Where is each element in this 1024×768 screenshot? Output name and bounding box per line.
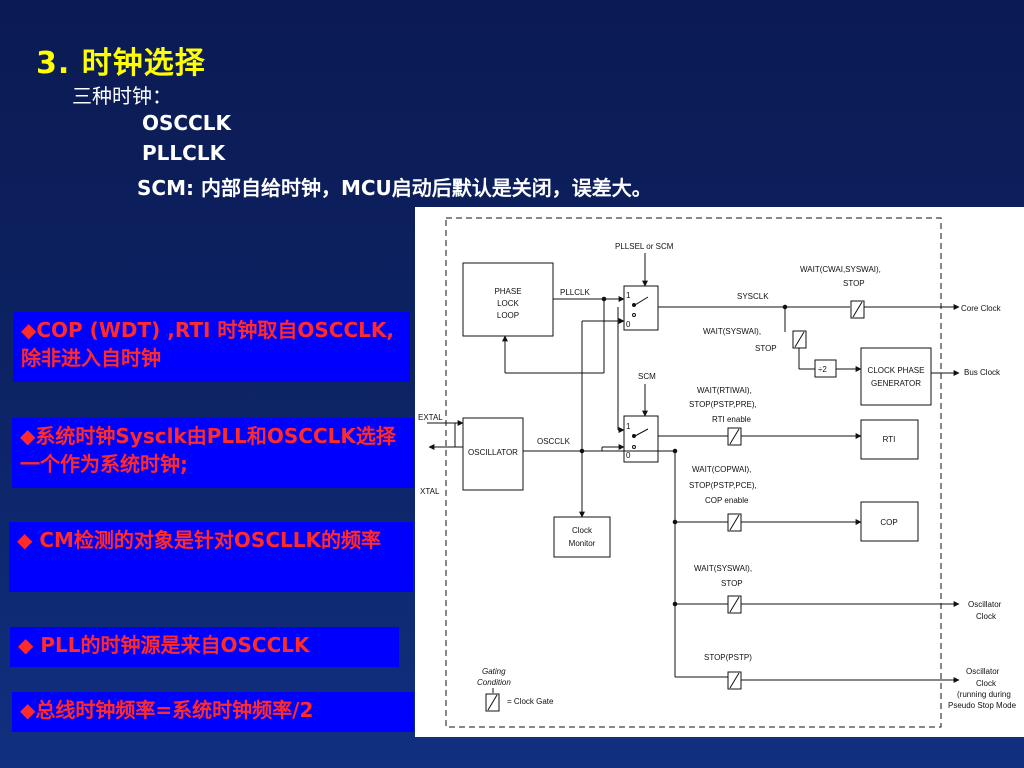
core-clock-label: Core Clock: [961, 304, 1002, 313]
clock-pllclk: PLLCLK: [142, 141, 226, 165]
osc-cond-1: WAIT(SYSWAI),: [694, 564, 752, 573]
note-sysclk: ◆系统时钟Sysclk由PLL和OSCCLK选择一个作为系统时钟;: [12, 418, 414, 488]
clock-phase-generator: [860, 347, 932, 406]
pll-label-1: PHASE: [494, 287, 521, 296]
mux2-in0: 0: [626, 451, 631, 460]
mux1-in0: 0: [626, 320, 631, 329]
rti-label: RTI: [883, 435, 896, 444]
osc2-label-4: Pseudo Stop Mode: [948, 701, 1017, 710]
cop-cond-2: STOP(PSTP,PCE),: [689, 481, 757, 490]
cop-cond-1: WAIT(COPWAI),: [692, 465, 751, 474]
rti-cond-3: RTI enable: [712, 415, 752, 424]
scm-label: SCM: [638, 372, 656, 381]
pll-label-3: LOOP: [497, 311, 519, 320]
bus-clock-label: Bus Clock: [964, 368, 1001, 377]
core-gate-cond-2: STOP: [843, 279, 865, 288]
gate-core: [850, 300, 865, 319]
osc-clock-label-2: Clock: [976, 612, 997, 621]
clock-scm: SCM: 内部自给时钟，MCU启动后默认是关闭，误差大。: [137, 176, 652, 200]
osc-cond-2: STOP: [721, 579, 743, 588]
note-pll-source: ◆ PLL的时钟源是来自OSCCLK: [10, 627, 399, 667]
mux-scm: [623, 415, 659, 463]
div2-label: ÷2: [818, 365, 827, 374]
rti-cond-1: WAIT(RTIWAI),: [697, 386, 752, 395]
oscillator-block: [462, 417, 524, 491]
extal-label: EXTAL: [418, 413, 443, 422]
rti-block: [860, 419, 919, 460]
clock-diagram: PHASE LOCK LOOP PLLCLK 1 0 PLLSEL or SCM…: [415, 207, 1024, 737]
osc2-label-3: (running during: [957, 690, 1011, 699]
pllsel-label: PLLSEL or SCM: [615, 242, 674, 251]
note-cop-rti: ◆COP (WDT) ,RTI 时钟取自OSCCLK,除非进入自时钟: [13, 312, 410, 382]
osc2-label-1: Oscillator: [966, 667, 1000, 676]
cop-block: [860, 501, 919, 542]
cop-cond-3: COP enable: [705, 496, 749, 505]
legend-clock-gate: = Clock Gate: [507, 697, 554, 706]
slide-title: 3. 时钟选择: [36, 46, 206, 81]
oscclk-label: OSCCLK: [537, 437, 571, 446]
oscillator-label: OSCILLATOR: [468, 448, 518, 457]
legend-gate-symbol: [485, 693, 500, 712]
osc2-label-2: Clock: [976, 679, 997, 688]
mux-pllsel: [623, 285, 659, 331]
note-cm: ◆ CM检测的对象是针对OSCLLK的频率: [9, 522, 413, 592]
mux2-in1: 1: [626, 422, 631, 431]
bus-gate-cond-2: STOP: [755, 344, 777, 353]
xtal-label: XTAL: [420, 487, 440, 496]
rti-cond-2: STOP(PSTP,PRE),: [689, 400, 757, 409]
osc-clock-label-1: Oscillator: [968, 600, 1002, 609]
clock-monitor-label-1: Clock: [572, 526, 593, 535]
legend-gating-1: Gating: [482, 667, 506, 676]
mux1-in1: 1: [626, 291, 631, 300]
cop-label: COP: [880, 518, 897, 527]
sysclk-label: SYSCLK: [737, 292, 769, 301]
cpg-label-2: GENERATOR: [871, 379, 921, 388]
chip-boundary: [445, 217, 942, 728]
clock-monitor-label-2: Monitor: [569, 539, 596, 548]
pllclk-label: PLLCLK: [560, 288, 590, 297]
cpg-label-1: CLOCK PHASE: [868, 366, 925, 375]
core-gate-cond-1: WAIT(CWAI,SYSWAI),: [800, 265, 881, 274]
bus-gate-cond-1: WAIT(SYSWAI),: [703, 327, 761, 336]
note-bus-clock: ◆总线时钟频率=系统时钟频率/2: [12, 692, 414, 732]
legend-gating-2: Condition: [477, 678, 511, 687]
intro-text: 三种时钟：: [72, 84, 172, 108]
pstp-cond: STOP(PSTP): [704, 653, 752, 662]
pll-label-2: LOCK: [497, 299, 519, 308]
clock-oscclk: OSCCLK: [142, 111, 232, 135]
clock-monitor-block: [553, 516, 611, 558]
